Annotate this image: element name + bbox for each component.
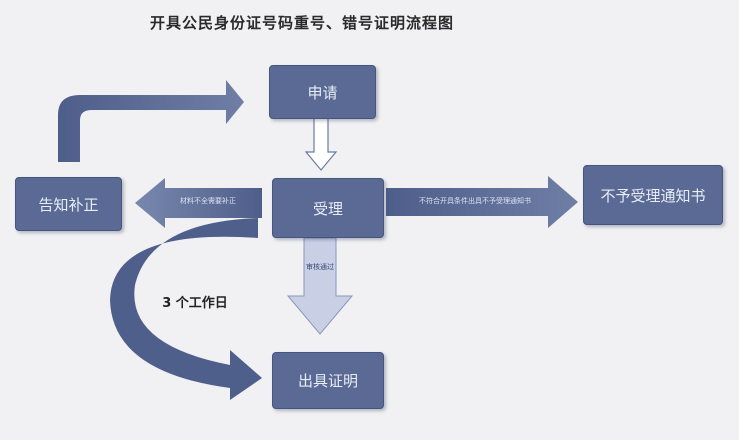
approve-arrow-label: 审核通过 bbox=[306, 263, 334, 271]
accept-to-notify-arrow bbox=[135, 178, 262, 228]
accept-to-reject-arrow bbox=[386, 176, 578, 228]
page-title: 开具公民身份证号码重号、错号证明流程图 bbox=[150, 14, 455, 32]
timeframe-curve-arrow bbox=[110, 218, 262, 400]
apply-to-accept-arrow bbox=[304, 117, 338, 171]
timeframe-label: 3 个工作日 bbox=[162, 296, 228, 311]
reject-arrow-label: 不符合开具条件出具不予受理通知书 bbox=[419, 197, 531, 205]
issue-certificate-node: 出具证明 bbox=[272, 352, 384, 409]
accept-node: 受理 bbox=[272, 178, 384, 238]
accept-to-issue-arrow bbox=[286, 237, 354, 335]
rejection-notice-label: 不予受理通知书 bbox=[600, 186, 706, 205]
notify-correction-label: 告知补正 bbox=[38, 195, 99, 214]
notify-to-apply-arrow bbox=[58, 80, 244, 162]
apply-node: 申请 bbox=[269, 65, 376, 119]
notify-arrow-label: 材料不全需要补正 bbox=[180, 197, 236, 205]
notify-correction-node: 告知补正 bbox=[15, 177, 122, 231]
rejection-notice-node: 不予受理通知书 bbox=[583, 165, 723, 225]
issue-certificate-label: 出具证明 bbox=[297, 372, 358, 390]
accept-node-label: 受理 bbox=[312, 199, 343, 218]
apply-node-label: 申请 bbox=[307, 83, 338, 102]
